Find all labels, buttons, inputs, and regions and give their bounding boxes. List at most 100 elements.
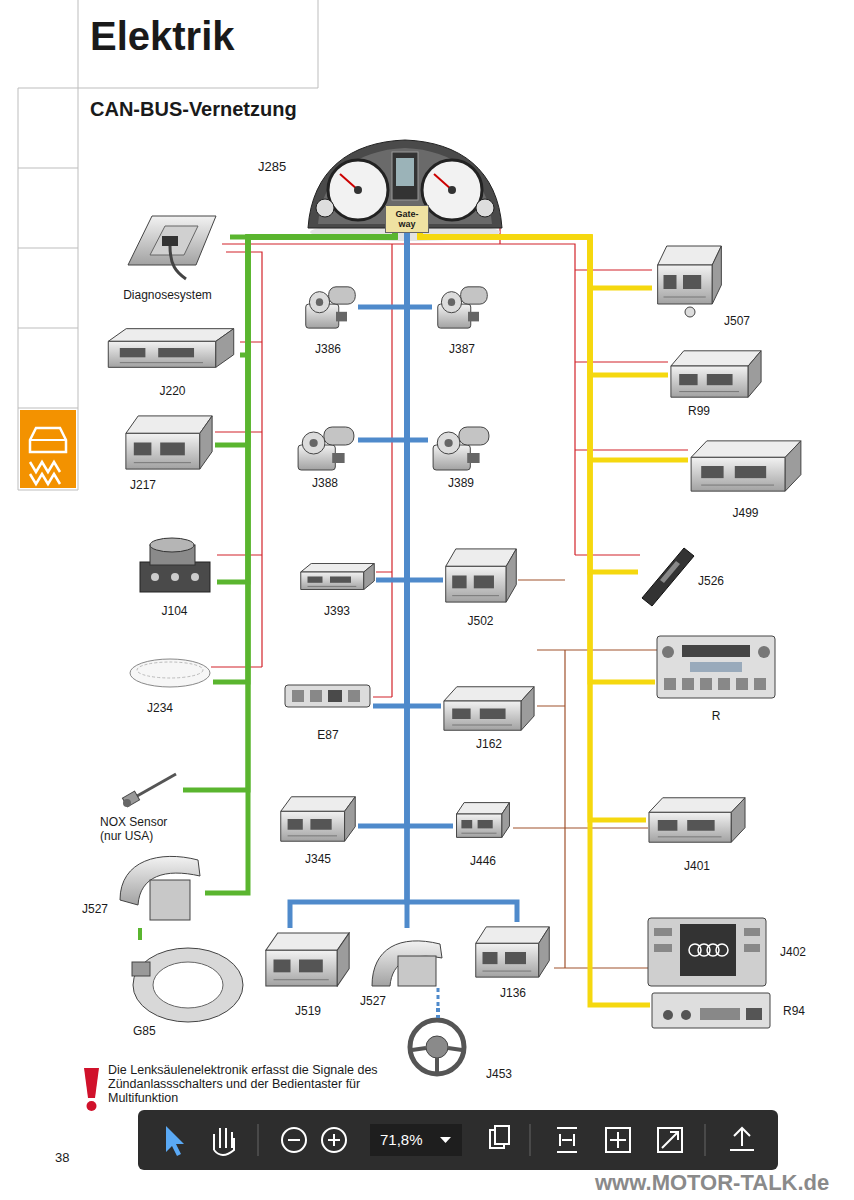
- thin-wires: [513, 580, 565, 968]
- pdf-toolbar: [138, 1110, 778, 1170]
- climatronic-panel: [292, 690, 304, 702]
- can-bus-line: [407, 233, 517, 922]
- control-unit: J220: [105, 325, 240, 400]
- tv-tuner: [746, 1008, 762, 1020]
- can-bus-line: [420, 233, 655, 682]
- radio-unit: [682, 678, 694, 690]
- page-frame: [318, 0, 319, 88]
- nox-sensor: [122, 774, 176, 807]
- page-frame: [18, 0, 318, 490]
- telephone-handset: [660, 561, 680, 583]
- pdf-toolbar: [258, 1124, 259, 1156]
- climatronic-panel: [285, 685, 370, 707]
- can-bus-line: [420, 233, 668, 375]
- diagnosis-socket: [150, 226, 198, 255]
- part-label: J527: [82, 902, 108, 916]
- diagnosis-socket: [162, 236, 178, 246]
- abs-unit: [140, 538, 210, 592]
- control-unit: J136: [472, 922, 554, 1002]
- door-unit: J388: [292, 420, 358, 492]
- page-frame: [18, 328, 78, 329]
- control-units: [671, 351, 761, 397]
- telephone-handset: [642, 548, 694, 606]
- section-icon: [30, 428, 66, 452]
- can-bus-line: [436, 1008, 440, 1018]
- door-unit: J386: [298, 280, 358, 358]
- page-frame: [18, 408, 78, 409]
- tv-tuner: [652, 993, 770, 1028]
- note-text: Die Lenksäulenelektronik erfasst die Sig…: [108, 1063, 390, 1105]
- control-panel: E87: [283, 680, 373, 744]
- abs-unit: [191, 573, 199, 581]
- part-label: Diagnosesystem: [123, 288, 212, 302]
- can-bus-line: [407, 233, 432, 307]
- radio-unit: [657, 636, 775, 698]
- instrument-cluster: [308, 140, 502, 241]
- navigation-display: [654, 928, 672, 936]
- page-frame: [18, 88, 318, 89]
- window-motors: [438, 287, 488, 328]
- section-icon: [30, 462, 60, 472]
- instrument-cluster: [422, 160, 482, 220]
- door-unit: J389: [428, 420, 494, 492]
- control-unit: J519: [262, 928, 354, 1020]
- steering-column-units: [133, 948, 243, 1022]
- part-label: J136: [500, 986, 526, 1000]
- control-unit: J104: [132, 537, 217, 620]
- part-label: Gate- way: [392, 209, 422, 229]
- instrument-cluster: [396, 158, 414, 186]
- nox-sensor: [122, 791, 139, 807]
- door-unit: J387: [432, 280, 492, 358]
- thin-wires: [373, 244, 392, 697]
- steering-wheel: [410, 1020, 464, 1074]
- can-bus-line: [215, 233, 395, 445]
- can-bus-line: [407, 233, 428, 440]
- part-label: J507: [724, 314, 750, 328]
- control-unit: J527: [355, 928, 445, 1008]
- part-label: J217: [130, 478, 156, 492]
- can-bus-line: [217, 233, 395, 582]
- part-label: J220: [159, 384, 185, 398]
- radio-unit: [736, 678, 748, 690]
- steering-wheel: [448, 1048, 462, 1050]
- steering-wheel: [435, 1058, 439, 1072]
- diagnosis-socket: Diagnosesystem: [105, 212, 230, 304]
- watermark: www.MOTOR-TALK.de: [595, 1170, 829, 1196]
- pdf-toolbar: [610, 1132, 626, 1148]
- section-icon: [20, 410, 76, 488]
- instrument-cluster: [308, 140, 502, 228]
- airbag-unit: [137, 662, 203, 678]
- instrument-cluster: [354, 186, 362, 194]
- telephone: J526: [638, 545, 728, 603]
- control-units: [266, 933, 349, 986]
- part-label: J387: [449, 342, 475, 356]
- navigation-display: [744, 944, 760, 952]
- can-bus-line: [420, 233, 652, 288]
- climatronic-panel: [348, 690, 360, 702]
- steering-wheel: [410, 1020, 464, 1074]
- part-label: J519: [295, 1004, 321, 1018]
- control-unit: J162: [441, 683, 537, 753]
- navigation-display: [648, 918, 766, 986]
- can-bus-line: [240, 233, 395, 355]
- can-bus-line: [407, 233, 441, 706]
- can-bus-line: [420, 233, 688, 460]
- control-units: [281, 797, 355, 841]
- diagnosis-socket: [128, 216, 216, 279]
- control-units: [685, 307, 695, 317]
- control-units: [658, 246, 722, 304]
- pdf-toolbar: [166, 1126, 184, 1156]
- part-label: R: [712, 709, 721, 723]
- control-unit: J393: [298, 560, 376, 620]
- part-label: J402: [780, 945, 806, 959]
- part-label: E87: [317, 728, 338, 742]
- control-units: [126, 416, 212, 469]
- steering-wheel: [412, 1048, 426, 1050]
- part-label: J502: [467, 614, 493, 628]
- can-bus-line: [373, 233, 407, 706]
- part-label: J234: [147, 701, 173, 715]
- pdf-toolbar: [495, 1126, 509, 1144]
- control-unit: J401: [646, 793, 748, 875]
- abs-unit: [151, 573, 159, 581]
